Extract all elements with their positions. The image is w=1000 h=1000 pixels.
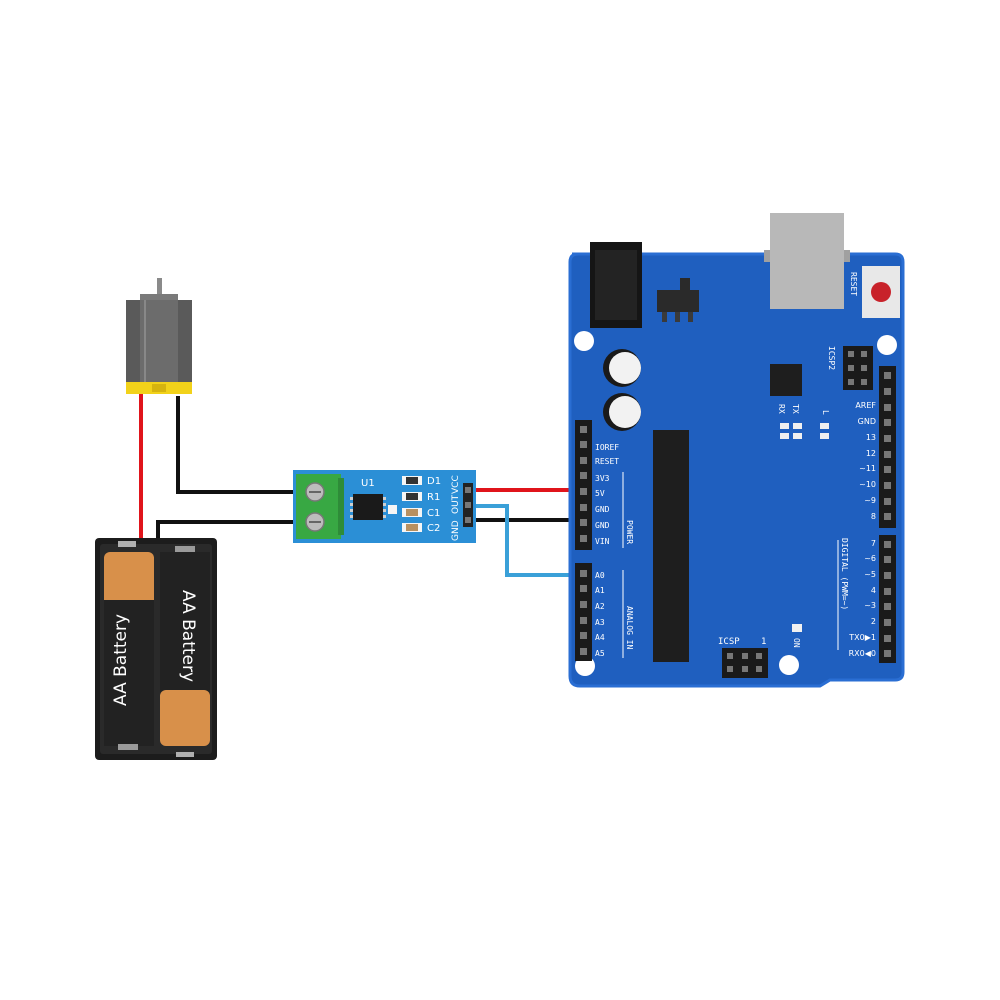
mount-hole [779,655,799,675]
label-l: L [821,410,830,415]
battery-cell-left: AA Battery [104,552,154,750]
arduino-uno: RESET ICSP2 TX RX L [568,213,905,688]
usb-port [770,213,844,309]
voltage-regulator [657,290,699,312]
label-power: POWER [625,520,634,544]
wire-motor-black [176,396,312,494]
pin-label-d3: ~3 [864,601,876,610]
label-c2: C2 [427,523,440,534]
smd-components [388,476,422,532]
pin-label-d4: 4 [871,586,876,595]
wire-out-a0 [470,504,584,577]
pin-label-d9: ~9 [864,496,876,505]
mount-hole [574,331,594,351]
pin-label-out: OUT [451,494,461,514]
wires [139,392,584,577]
label-analog-in: ANALOG IN [625,606,634,650]
pin-label-d5: ~5 [864,570,876,579]
on-led [792,624,802,632]
reset-button-cap[interactable] [871,282,891,302]
icsp-header [722,648,768,678]
label-reset: RESET [849,272,858,296]
pin-label-vcc: VCC [451,475,461,494]
pin-label-d7: 7 [871,539,876,548]
pin-label-rx0: RX0◀0 [849,649,876,658]
pin-label-a2: A2 [595,602,605,611]
pin-label-a3: A3 [595,618,605,627]
pin-label-reset: RESET [595,457,619,466]
label-digital: DIGITAL (PWM=~) [840,538,849,610]
dc-motor [126,278,192,394]
motor-shaft [157,278,162,298]
battery-label-left: AA Battery [111,614,131,706]
chip-u1 [353,494,383,520]
pin-label-a4: A4 [595,633,605,642]
pin-label-aref: AREF [855,401,876,410]
pin-label-d11: ~11 [859,464,876,473]
wire-battery-black [156,520,312,545]
power-header [575,420,592,550]
pin-label-gnd-2: GND [595,521,610,530]
pin-label-a0: A0 [595,571,605,580]
battery-holder: AA Battery AA Battery [95,538,217,760]
pin-label-tx1: TX0▶1 [848,633,876,642]
pin-label-a5: A5 [595,649,605,658]
label-on: ON [792,638,801,648]
label-c1: C1 [427,508,440,519]
label-icsp: ICSP [718,637,740,647]
motor-body [126,300,192,382]
capacitor [603,393,641,431]
pin-label-ioref: IOREF [595,443,619,452]
current-sensor-module: U1 D1 R1 C1 C2 GND OUT VCC [293,470,476,543]
label-d1: D1 [427,476,441,487]
digital-header-lower [879,535,896,663]
label-r1: R1 [427,492,440,503]
pin-label-5v: 5V [595,489,605,498]
label-icsp2: ICSP2 [827,346,836,370]
pin-label-gnd-1: GND [595,505,610,514]
pin-label-d10: ~10 [859,480,876,489]
pin-label-d2: 2 [871,617,876,626]
pin-label-d8: 8 [871,512,876,521]
pin-label-gnd: GND [451,520,461,541]
label-rx: RX [777,404,786,414]
pin-label-d6: ~6 [864,554,876,563]
status-leds [780,423,829,439]
pin-label-gnd-digital: GND [858,417,876,426]
chip-label-u1: U1 [361,478,375,489]
capacitor [603,349,641,387]
battery-cell-right: AA Battery [160,546,210,746]
battery-label-right: AA Battery [178,590,198,682]
pin-label-d12: 12 [866,449,876,458]
label-tx: TX [791,404,800,414]
pin-label-3v3: 3V3 [595,474,610,483]
mount-hole [877,335,897,355]
icsp2-header [843,346,873,390]
pin-label-a1: A1 [595,586,605,595]
microcontroller-chip [653,430,689,662]
analog-header [575,563,592,661]
pin-label-d13: 13 [866,433,876,442]
digital-header-upper [879,366,896,528]
motor-cap [140,294,178,302]
pin-label-vin: VIN [595,537,610,546]
label-icsp-pin1: 1 [761,637,766,647]
usb-controller-chip [770,364,802,396]
